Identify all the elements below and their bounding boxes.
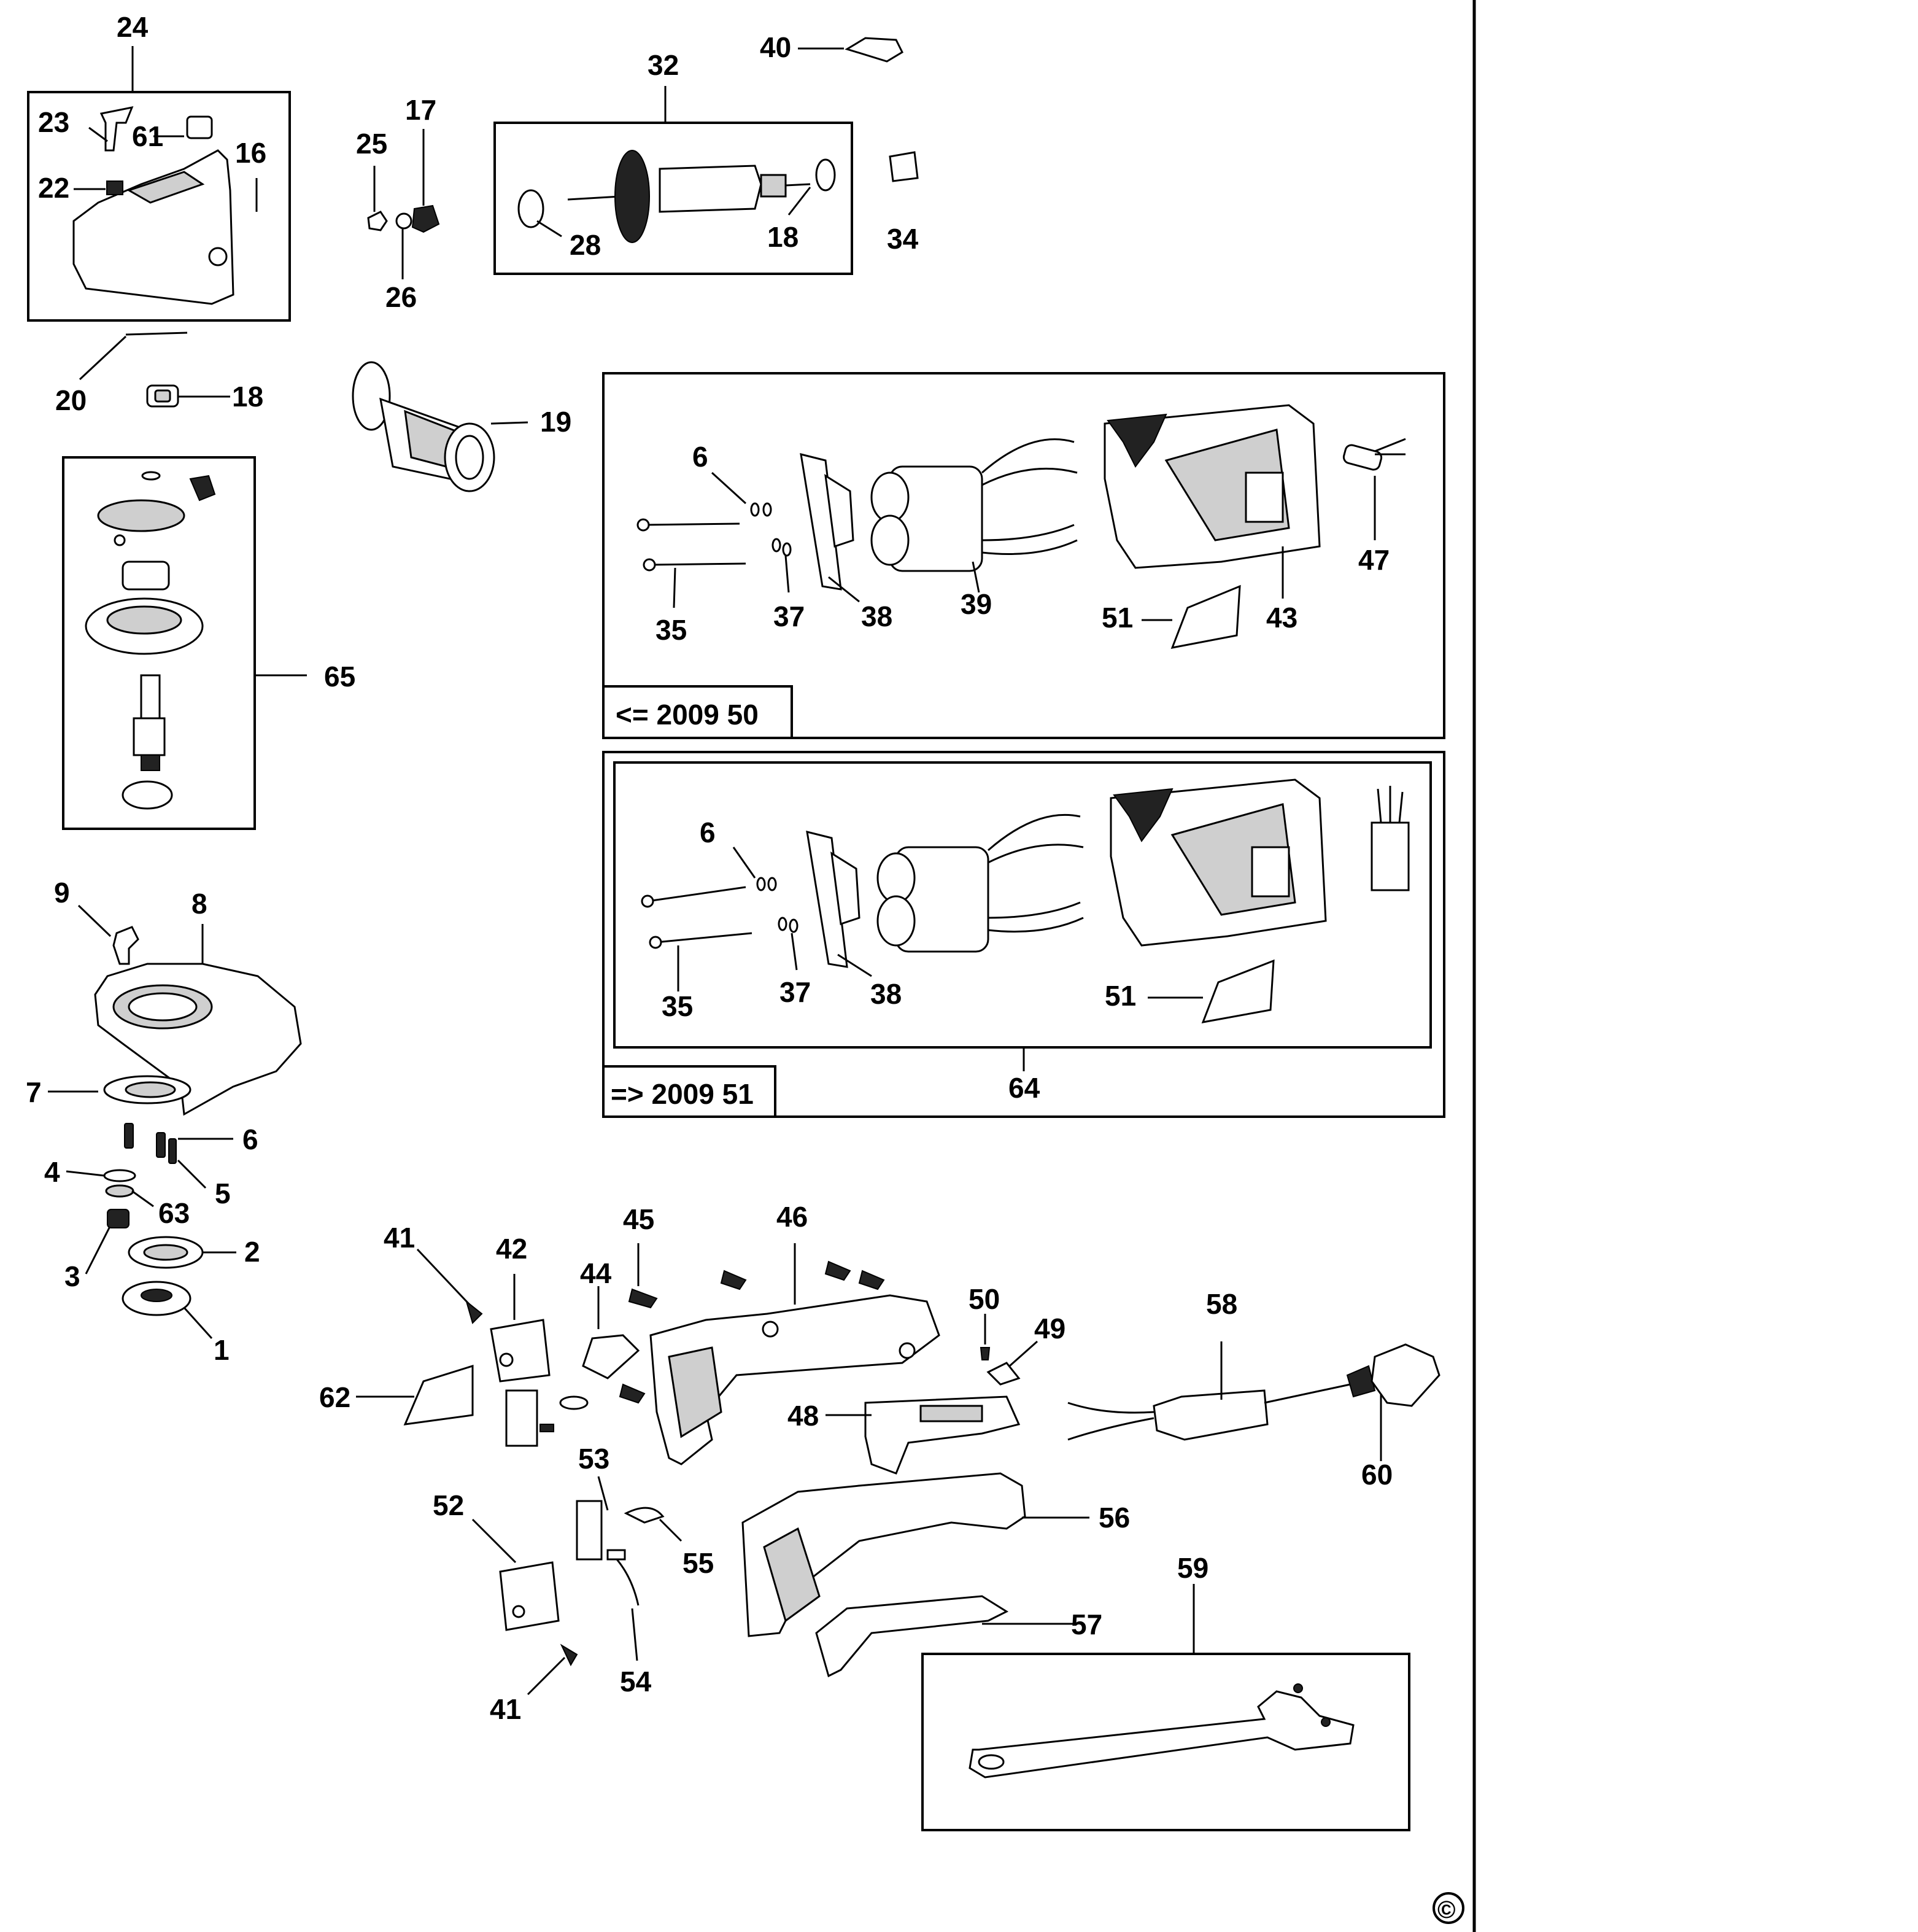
- label-25: 25: [356, 128, 387, 160]
- label-24: 24: [117, 11, 149, 43]
- label-35-new: 35: [662, 990, 693, 1022]
- label-40: 40: [760, 31, 791, 63]
- label-56: 56: [1099, 1502, 1130, 1534]
- label-42: 42: [496, 1233, 527, 1265]
- label-9: 9: [54, 877, 70, 909]
- label-54: 54: [620, 1666, 652, 1697]
- label-63: 63: [158, 1197, 190, 1229]
- label-39-old: 39: [961, 588, 992, 620]
- screw-and-bearing: [79, 332, 230, 408]
- label-65: 65: [324, 661, 355, 692]
- spindle-assembly: [62, 456, 307, 830]
- handle-switch-assembly: [356, 1243, 1440, 1696]
- label-44: 44: [580, 1257, 612, 1289]
- label-50: 50: [969, 1283, 1000, 1315]
- motor-variant-new: [602, 751, 1445, 1118]
- label-2: 2: [244, 1236, 260, 1268]
- label-38-old: 38: [861, 600, 892, 632]
- label-18-armature: 18: [767, 221, 799, 253]
- copyright-text: ©: [1437, 1896, 1455, 1923]
- label-52: 52: [433, 1489, 464, 1521]
- gear-head-assembly: [27, 46, 291, 322]
- motor-variant-old: [602, 372, 1445, 739]
- label-34: 34: [887, 223, 919, 255]
- label-28: 28: [570, 229, 601, 261]
- label-32: 32: [648, 49, 679, 81]
- label-1: 1: [214, 1334, 230, 1366]
- label-61: 61: [132, 120, 163, 152]
- label-37-old: 37: [773, 600, 805, 632]
- label-49: 49: [1034, 1313, 1065, 1344]
- label-47: 47: [1358, 544, 1390, 576]
- label-3: 3: [64, 1260, 80, 1292]
- label-37-new: 37: [779, 976, 811, 1008]
- label-51-old: 51: [1102, 602, 1133, 634]
- label-17: 17: [405, 94, 436, 126]
- label-35-old: 35: [655, 614, 687, 646]
- label-19: 19: [540, 406, 571, 438]
- variant-label-old: <= 2009 50: [616, 699, 759, 731]
- label-38-new: 38: [870, 978, 902, 1010]
- callout-labels: 24 23 61 16 22 20 18 25 17 26 32 28 18 4…: [26, 11, 1393, 1725]
- label-16: 16: [235, 137, 266, 169]
- label-45: 45: [623, 1203, 654, 1235]
- side-handle: [352, 361, 528, 492]
- variant-label-new: => 2009 51: [611, 1078, 754, 1110]
- label-46: 46: [776, 1201, 808, 1233]
- label-64: 64: [1008, 1072, 1040, 1104]
- label-4: 4: [44, 1156, 60, 1188]
- label-51-new: 51: [1105, 980, 1136, 1012]
- label-41-upper: 41: [384, 1222, 415, 1254]
- label-58: 58: [1206, 1288, 1237, 1320]
- armature-assembly: [493, 86, 853, 275]
- label-53: 53: [578, 1443, 609, 1475]
- label-18-bearing: 18: [232, 381, 263, 413]
- label-22: 22: [38, 172, 69, 204]
- label-26: 26: [385, 281, 417, 313]
- label-8: 8: [191, 888, 207, 920]
- guard-assembly: [48, 904, 302, 1340]
- label-59: 59: [1177, 1552, 1208, 1584]
- label-6-old: 6: [692, 441, 708, 473]
- label-48: 48: [787, 1400, 819, 1432]
- label-60: 60: [1361, 1459, 1393, 1491]
- label-55: 55: [683, 1547, 714, 1579]
- label-43: 43: [1266, 602, 1297, 634]
- label-6-guard: 6: [242, 1123, 258, 1155]
- label-7: 7: [26, 1076, 42, 1108]
- label-20: 20: [55, 384, 87, 416]
- nut-pinion-washer: [367, 129, 440, 279]
- label-57: 57: [1071, 1608, 1102, 1640]
- label-5: 5: [215, 1177, 231, 1209]
- spanner-box: [921, 1584, 1410, 1831]
- label-6-new: 6: [700, 817, 716, 848]
- copyright-mark: ©: [1433, 1892, 1464, 1924]
- label-41-lower: 41: [490, 1693, 521, 1725]
- label-23: 23: [38, 106, 69, 138]
- small-parts-40-34: [798, 37, 919, 182]
- label-62: 62: [319, 1381, 350, 1413]
